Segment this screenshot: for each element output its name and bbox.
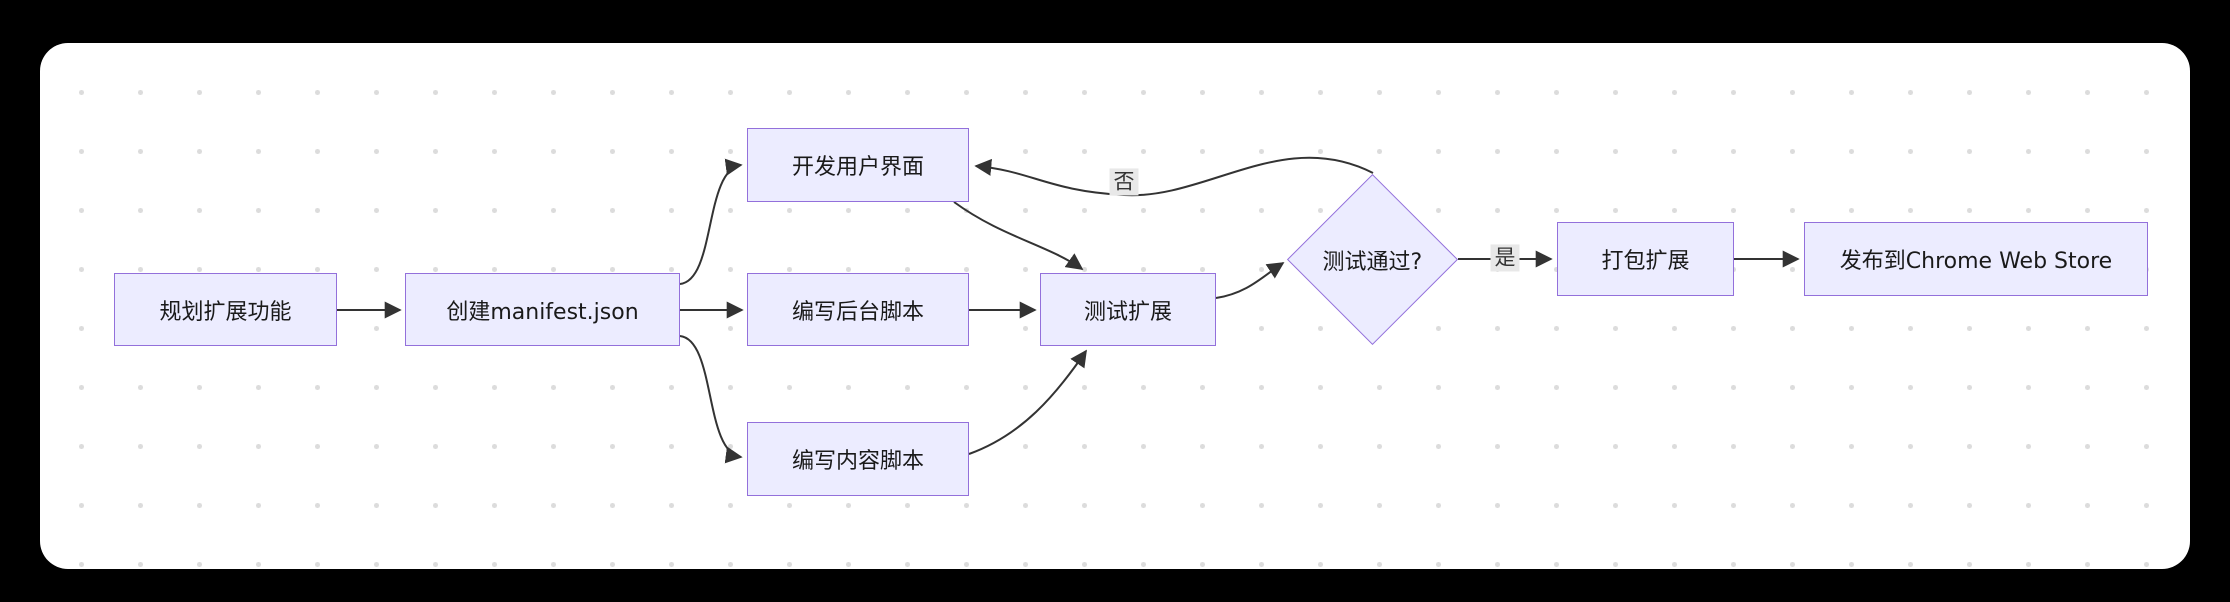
edge-label-no: 否 bbox=[1109, 168, 1139, 196]
edge-test-to-decision bbox=[1215, 262, 1285, 299]
edge-content-script-to-test bbox=[968, 349, 1087, 455]
edge-manifest-to-ui bbox=[679, 158, 743, 285]
node-publish-chrome-web-store: 发布到Chrome Web Store bbox=[1804, 222, 2148, 296]
edge-ui-to-test bbox=[953, 201, 1084, 270]
edge-label-yes: 是 bbox=[1490, 244, 1520, 272]
node-develop-user-interface: 开发用户界面 bbox=[747, 128, 969, 202]
node-write-content-script: 编写内容脚本 bbox=[747, 422, 969, 496]
node-package-extension: 打包扩展 bbox=[1557, 222, 1734, 296]
decision-label: 测试通过? bbox=[1322, 249, 1423, 275]
flowchart-canvas: 规划扩展功能 创建manifest.json 开发用户界面 编写后台脚本 编写内… bbox=[40, 43, 2190, 569]
edge-manifest-to-content-script bbox=[679, 335, 743, 464]
node-plan-extension-features: 规划扩展功能 bbox=[114, 273, 337, 346]
node-create-manifest-json: 创建manifest.json bbox=[405, 273, 680, 346]
node-test-extension: 测试扩展 bbox=[1040, 273, 1216, 346]
diagram-edges bbox=[337, 156, 1800, 464]
node-write-background-script: 编写后台脚本 bbox=[747, 273, 969, 346]
edge-decision-to-ui-no bbox=[974, 156, 1374, 197]
